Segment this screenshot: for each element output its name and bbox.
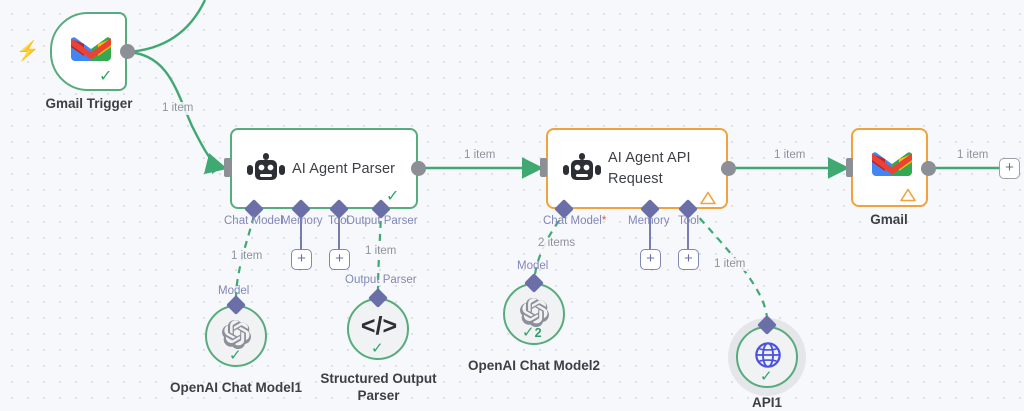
add-tool-button-parser[interactable]: + (329, 249, 350, 270)
api1-caption: API1 (751, 395, 782, 410)
add-memory-button-api-request[interactable]: + (640, 249, 661, 270)
edge-label-model2-to-api-request: 2 items (536, 237, 578, 250)
node-ai-agent-api-request[interactable]: AI Agent API Request (546, 128, 728, 209)
gmail-trigger-caption: Gmail Trigger (45, 96, 133, 111)
openai-chat-model1-caption: OpenAI Chat Model1 (169, 380, 302, 395)
edge-label-api1-to-api-request: 1 item (712, 258, 748, 271)
gmail-input-arrow (834, 162, 843, 174)
ai-agent-api-request-label-memory: Memory (628, 215, 670, 227)
run-count: 2 (534, 326, 542, 340)
ai-agent-parser-label-memory: Memory (281, 215, 323, 227)
add-tool-button-api-request[interactable]: + (678, 249, 699, 270)
openai-icon (222, 320, 251, 349)
lightning-bolt-icon: ⚡ (16, 41, 40, 62)
add-next-node-button[interactable]: + (999, 158, 1020, 179)
gmail-caption: Gmail (870, 212, 908, 227)
ai-agent-parser-input-port[interactable] (224, 158, 231, 177)
structured-output-parser-connector-label: Output Parser (345, 274, 417, 286)
ai-agent-api-request-input-arrow (528, 162, 537, 174)
openai-chat-model2-caption: OpenAI Chat Model2 (467, 358, 600, 373)
edge-label-parser-to-api-request: 1 item (462, 149, 498, 162)
api1-status-icon: ✓ (760, 368, 773, 385)
check-icon: ✓ (522, 324, 535, 341)
gmail-icon (71, 37, 111, 62)
ai-agent-api-request-status-icon (700, 191, 716, 205)
gmail-icon (872, 152, 912, 177)
openai-chat-model2-connector-label: Model (517, 260, 549, 272)
node-ai-agent-parser[interactable]: AI Agent Parser ✓ (230, 128, 418, 209)
openai-chat-model2-status-icon: ✓2 (522, 325, 542, 341)
openai-chat-model1-connector-label: Model (218, 285, 250, 297)
ai-agent-api-request-label-tool: Tool (678, 215, 700, 227)
add-memory-button-parser[interactable]: + (291, 249, 312, 270)
gmail-trigger-status-icon: ✓ (99, 68, 113, 85)
required-asterisk: * (601, 215, 607, 227)
ai-agent-parser-input-arrow (212, 162, 221, 174)
edge-label-gmail-to-add: 1 item (955, 149, 991, 162)
node-structured-output-parser[interactable]: </> ✓ (347, 298, 409, 360)
gmail-status-icon (900, 188, 916, 202)
node-gmail-trigger[interactable]: ✓ (50, 12, 127, 91)
structured-output-parser-caption-line1: Structured Output (320, 371, 437, 386)
node-openai-chat-model2[interactable]: ✓2 (503, 283, 565, 345)
ai-agent-parser-status-icon: ✓ (386, 188, 400, 205)
edge-label-model1-to-parser: 1 item (229, 250, 265, 263)
ai-agent-api-request-label-chat-model: Chat Model* (543, 215, 606, 228)
ai-agent-parser-label-output-parser: Output Parser (346, 215, 418, 227)
ai-agent-parser-label-chat-model: Chat Model (224, 215, 283, 227)
ai-agent-parser-output-port[interactable] (411, 161, 426, 176)
node-gmail[interactable] (851, 128, 928, 207)
ai-agent-api-request-title-line2: Request (608, 171, 663, 187)
robot-icon (247, 153, 285, 180)
gmail-trigger-output-port[interactable] (120, 44, 135, 59)
edge-label-api-request-to-gmail: 1 item (772, 149, 808, 162)
ai-agent-parser-title: AI Agent Parser (292, 161, 396, 177)
edge-label-trigger-to-parser: 1 item (160, 102, 196, 115)
chat-model-text: Chat Model (543, 215, 602, 227)
gmail-output-port[interactable] (921, 161, 936, 176)
robot-icon (563, 153, 601, 180)
structured-output-parser-status-icon: ✓ (371, 340, 384, 357)
globe-icon (755, 342, 781, 368)
edge-label-output-parser-to-parser: 1 item (363, 245, 399, 258)
node-api1[interactable]: ✓ (736, 326, 798, 388)
openai-icon (520, 298, 549, 327)
code-icon: </> (360, 312, 398, 340)
node-openai-chat-model1[interactable]: ✓ (205, 305, 267, 367)
ai-agent-api-request-title-line1: AI Agent API (608, 150, 691, 166)
gmail-input-port[interactable] (846, 158, 853, 177)
ai-agent-api-request-input-port[interactable] (540, 158, 547, 177)
openai-chat-model1-status-icon: ✓ (229, 347, 242, 364)
structured-output-parser-caption-line2: Parser (357, 388, 400, 403)
ai-agent-api-request-output-port[interactable] (721, 161, 736, 176)
